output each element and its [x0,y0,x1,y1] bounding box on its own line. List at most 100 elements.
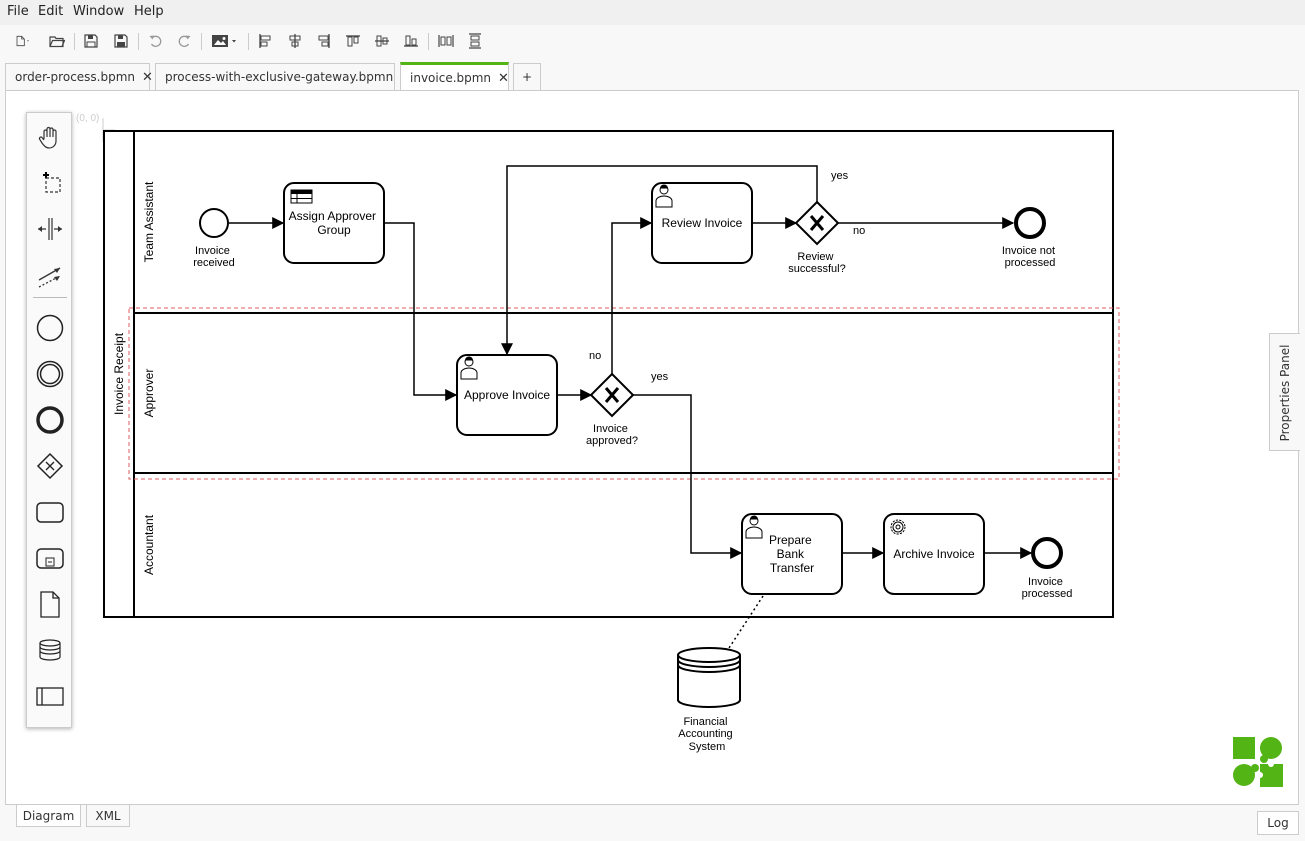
task-label: Assign Approver Group [289,209,380,237]
gear-icon [890,519,906,535]
tab-diagram[interactable]: Diagram [16,805,81,827]
export-image-icon[interactable] [209,31,241,51]
menu-bar: File Edit Window Help [0,0,1305,25]
user-task-icon [460,356,478,380]
task-assign-approver-group[interactable]: Assign Approver Group [283,182,385,264]
redo-icon[interactable] [173,31,195,51]
toolbar [0,25,1305,58]
user-task-icon [655,184,673,208]
open-file-icon[interactable] [46,31,68,51]
palette-separator [33,297,67,298]
close-icon[interactable]: ✕ [498,70,509,86]
tab-label: process-with-exclusive-gateway.bpmn [165,70,394,84]
flow-approved-no[interactable] [611,217,653,374]
user-task-icon [745,515,763,539]
flow-approved-yes[interactable] [633,394,743,559]
origin-marker: (0, 0) [76,113,115,142]
intermediate-event-icon[interactable] [27,354,73,394]
data-store-icon[interactable] [27,630,73,670]
tab-process-with-exclusive-gateway[interactable]: process-with-exclusive-gateway.bpmn ✕ [155,63,411,90]
exclusive-x-icon [604,387,620,403]
data-store-label: Financial Accounting System [678,716,736,753]
toolbar-separator [138,33,139,50]
align-right-icon[interactable] [313,31,335,51]
properties-panel-label: Properties Panel [1278,344,1292,442]
flow-label-approved-yes: yes [651,371,669,383]
tab-label: invoice.bpmn [410,71,492,85]
tab-label: order-process.bpmn [15,70,136,84]
add-tab-button[interactable]: + [513,63,541,90]
save-icon[interactable] [80,31,102,51]
gateway-invoice-approved[interactable]: Invoice approved? [586,372,638,447]
flow-label-approved-no: no [589,350,601,362]
event-label: Invoice processed [1022,576,1073,600]
toolbar-separator [428,33,429,50]
tab-bar: order-process.bpmn ✕ process-with-exclus… [0,58,1305,91]
start-event-icon[interactable] [27,308,73,348]
flow-label-review-yes: yes [831,170,849,182]
lane-label: Accountant [142,514,156,575]
end-event-invoice-processed[interactable]: Invoice processed [1022,537,1073,600]
event-label: Invoice received [193,245,235,269]
pool-invoice-receipt[interactable]: Invoice Receipt [103,130,1114,618]
data-object-icon[interactable] [27,584,73,624]
subprocess-icon[interactable] [27,538,73,578]
exclusive-x-icon [809,215,825,231]
menu-window[interactable]: Window [73,4,125,19]
task-icon[interactable] [27,492,73,532]
participant-icon[interactable] [27,676,73,716]
data-association[interactable] [728,595,764,649]
menu-file[interactable]: File [7,4,29,19]
flow-review-yes[interactable] [501,165,818,356]
selection-outline [128,307,1120,480]
tab-order-process[interactable]: order-process.bpmn ✕ [5,63,153,90]
lasso-tool-icon[interactable] [27,163,73,203]
task-archive-invoice[interactable]: Archive Invoice [883,513,985,595]
task-approve-invoice[interactable]: Approve Invoice [456,354,558,436]
align-left-icon[interactable] [254,31,276,51]
sequence-flows [229,165,1033,559]
plus-icon: + [521,70,533,84]
lane-accountant[interactable]: Accountant [142,514,156,575]
distribute-vertical-icon[interactable] [464,31,486,51]
align-top-icon[interactable] [342,31,364,51]
properties-panel-toggle[interactable]: Properties Panel [1269,333,1300,451]
align-center-icon[interactable] [284,31,306,51]
gateway-label: Review successful? [788,251,845,275]
lane-label: Team Assistant [142,181,156,262]
hand-tool-icon[interactable] [27,117,73,157]
gateway-review-successful[interactable]: Review successful? [788,200,846,275]
task-review-invoice[interactable]: Review Invoice [651,182,753,264]
tab-xml[interactable]: XML [86,805,130,827]
space-tool-icon[interactable] [27,209,73,249]
task-prepare-bank-transfer[interactable]: Prepare Bank Transfer [741,513,843,595]
global-connect-tool-icon[interactable] [27,255,73,295]
align-middle-icon[interactable] [371,31,393,51]
align-bottom-icon[interactable] [400,31,422,51]
lane-team-assistant[interactable]: Team Assistant [142,181,156,262]
task-label: Approve Invoice [464,388,550,402]
undo-icon[interactable] [145,31,167,51]
tool-palette [26,112,72,728]
start-event-invoice-received[interactable]: Invoice received [193,208,235,269]
pool-label: Invoice Receipt [112,332,126,415]
menu-edit[interactable]: Edit [38,4,64,19]
lane-approver[interactable]: Approver [128,307,1120,480]
save-as-icon[interactable] [110,31,132,51]
flow-assign-to-approve[interactable] [384,222,458,401]
tab-invoice[interactable]: invoice.bpmn ✕ [400,62,509,91]
business-rule-icon [290,189,313,204]
end-event-icon[interactable] [27,400,73,440]
distribute-horizontal-icon[interactable] [435,31,457,51]
log-button[interactable]: Log [1257,811,1299,835]
toolbar-separator [248,33,249,50]
gateway-icon[interactable] [27,446,73,486]
menu-help[interactable]: Help [134,4,164,19]
task-label: Archive Invoice [893,547,975,561]
end-event-invoice-not-processed[interactable]: Invoice not processed [1002,207,1058,269]
flow-label-review-no: no [853,225,865,237]
data-store-financial-accounting-system[interactable]: Financial Accounting System [677,647,741,753]
new-file-icon[interactable] [8,31,38,51]
close-icon[interactable]: ✕ [142,69,153,85]
